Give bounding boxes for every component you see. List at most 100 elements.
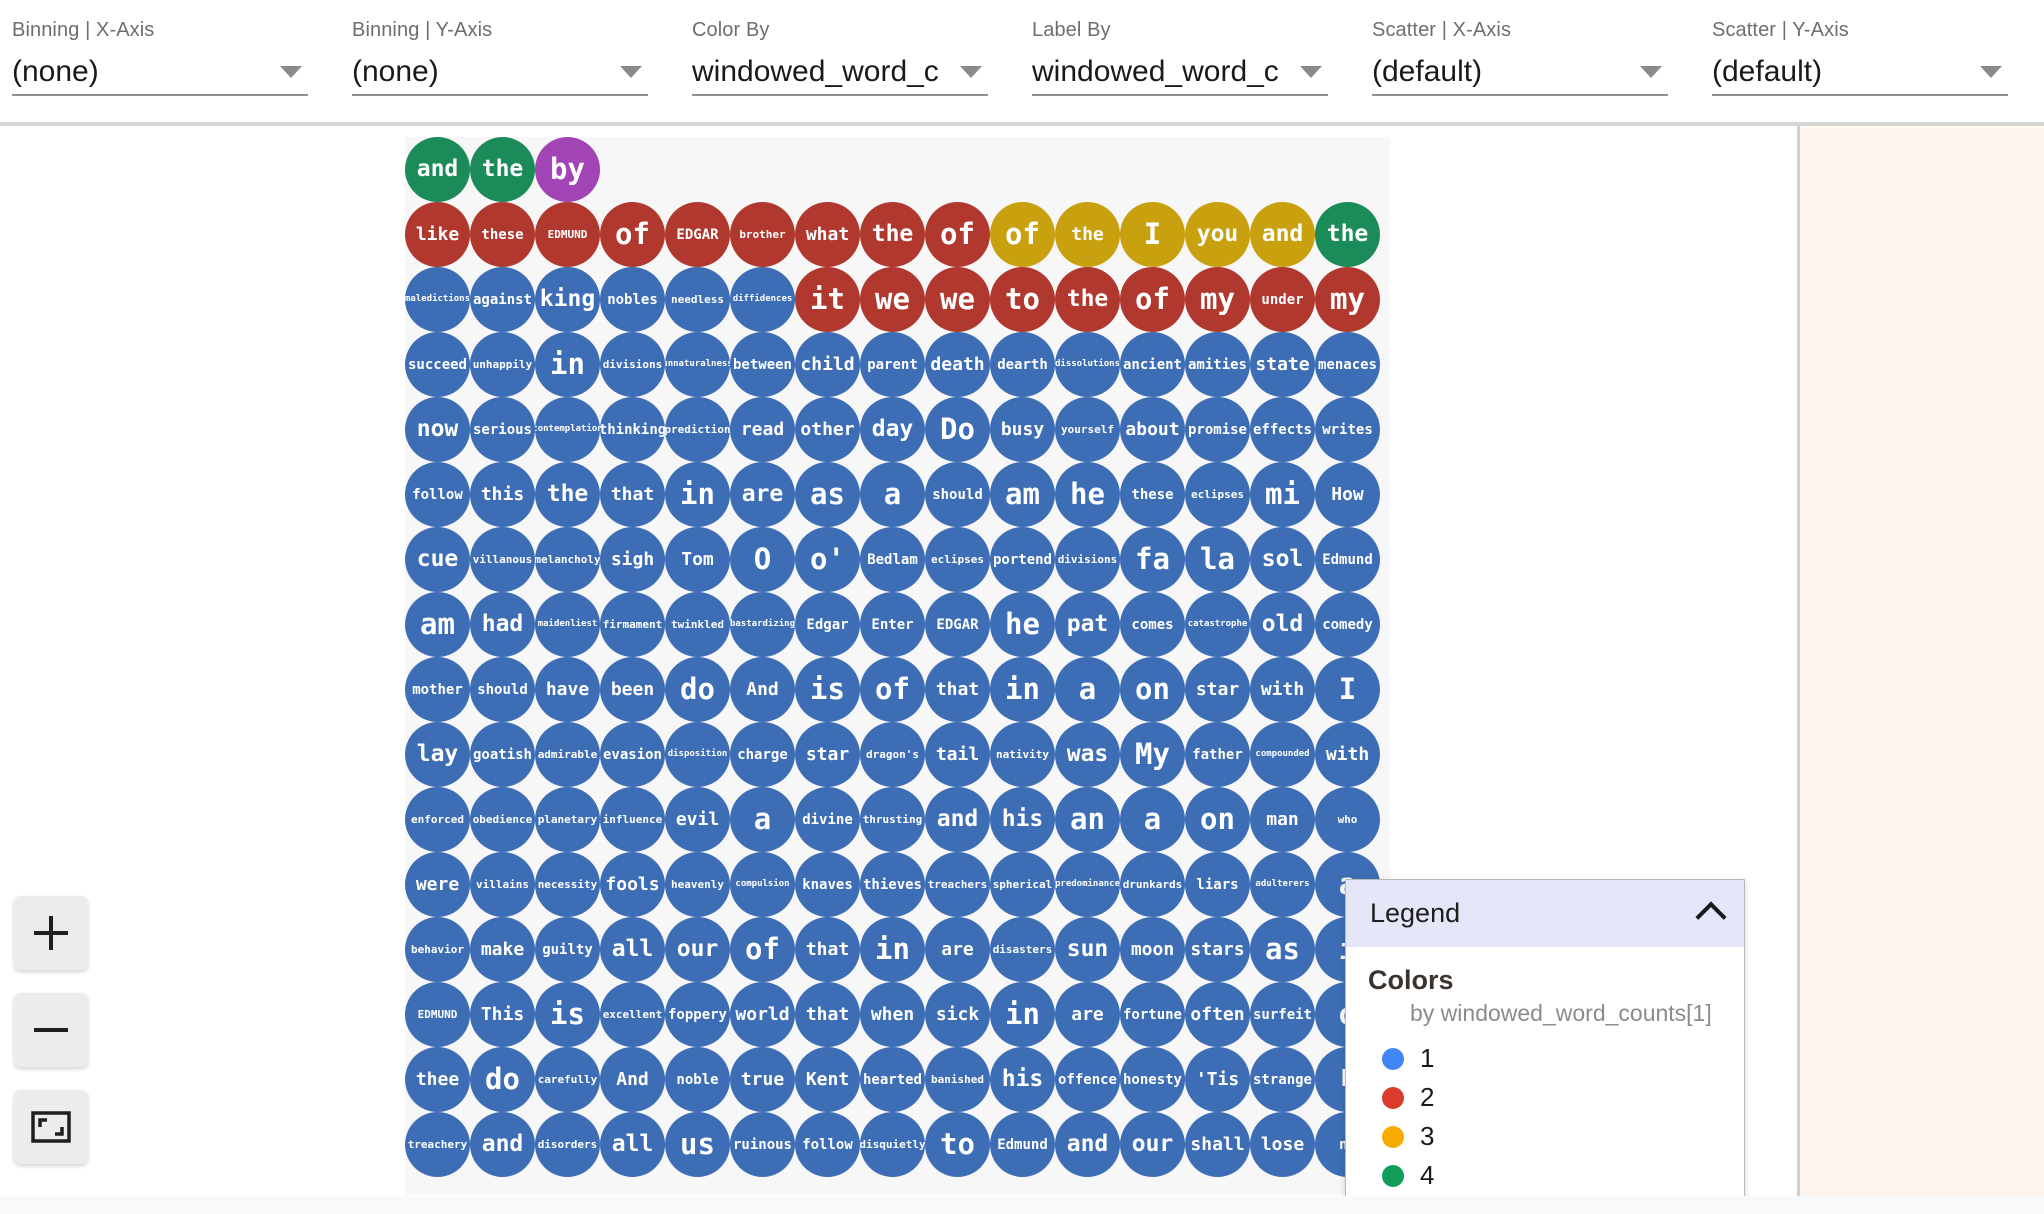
bubble-point[interactable]: I (1315, 657, 1380, 722)
bubble-point[interactable]: us (665, 1112, 730, 1177)
bubble-point[interactable]: in (860, 917, 925, 982)
bubble-point[interactable]: the (535, 462, 600, 527)
dropdown-control[interactable]: (none) (12, 50, 308, 96)
bubble-point[interactable]: should (470, 657, 535, 722)
bubble-point[interactable]: make (470, 917, 535, 982)
bubble-point[interactable]: la (1185, 527, 1250, 592)
bubble-point[interactable]: heavenly (665, 852, 730, 917)
bubble-point[interactable]: in (535, 332, 600, 397)
bubble-point[interactable]: of (1120, 267, 1185, 332)
bubble-point[interactable]: noble (665, 1047, 730, 1112)
bubble-point[interactable]: Kent (795, 1047, 860, 1112)
bubble-point[interactable]: on (1185, 787, 1250, 852)
bubble-point[interactable]: this (470, 462, 535, 527)
bubble-point[interactable]: I (1120, 202, 1185, 267)
bubble-point[interactable]: sick (925, 982, 990, 1047)
bubble-point[interactable]: these (1120, 462, 1185, 527)
bubble-point[interactable]: that (795, 982, 860, 1047)
bubble-point[interactable]: twinkled (665, 592, 730, 657)
legend-item[interactable]: 4 (1346, 1156, 1744, 1195)
bubble-point[interactable]: yourself (1055, 397, 1120, 462)
dropdown-control[interactable]: (default) (1712, 50, 2008, 96)
bubble-point[interactable]: fortune (1120, 982, 1185, 1047)
bubble-point[interactable]: lose (1250, 1112, 1315, 1177)
bubble-point[interactable]: had (470, 592, 535, 657)
bubble-point[interactable]: and (470, 1112, 535, 1177)
bubble-point[interactable]: disposition (665, 722, 730, 787)
bubble-point[interactable]: we (925, 267, 990, 332)
bubble-point[interactable]: pat (1055, 592, 1120, 657)
bubble-point[interactable]: obedience (470, 787, 535, 852)
bubble-point[interactable]: about (1120, 397, 1185, 462)
bubble-point[interactable]: as (795, 462, 860, 527)
bubble-point[interactable]: day (860, 397, 925, 462)
bubble-point[interactable]: adulterers (1250, 852, 1315, 917)
bubble-point[interactable]: contemplation (535, 397, 600, 462)
bubble-point[interactable]: was (1055, 722, 1120, 787)
bubble-point[interactable]: melancholy (535, 527, 600, 592)
legend-header[interactable]: Legend (1346, 880, 1744, 947)
dropdown-control[interactable]: windowed_word_c (1032, 50, 1328, 96)
bubble-point[interactable]: honesty (1120, 1047, 1185, 1112)
bubble-point[interactable]: knaves (795, 852, 860, 917)
chevron-down-icon[interactable] (960, 66, 982, 78)
bubble-point[interactable]: mother (405, 657, 470, 722)
bubble-point[interactable]: treachery (405, 1112, 470, 1177)
bubble-point[interactable]: stars (1185, 917, 1250, 982)
bubble-point[interactable]: prediction (665, 397, 730, 462)
bubble-point[interactable]: EDMUND (535, 202, 600, 267)
bubble-point[interactable]: by (535, 137, 600, 202)
chevron-down-icon[interactable] (1980, 66, 2002, 78)
bubble-point[interactable]: a (1055, 657, 1120, 722)
bubble-point[interactable]: of (925, 202, 990, 267)
bubble-point[interactable]: unnaturalness (665, 332, 730, 397)
bubble-point[interactable]: charge (730, 722, 795, 787)
bubble-point[interactable]: influence (600, 787, 665, 852)
bubble-point[interactable]: child (795, 332, 860, 397)
bubble-point[interactable]: on (1120, 657, 1185, 722)
bubble-point[interactable]: amities (1185, 332, 1250, 397)
bubble-point[interactable]: with (1250, 657, 1315, 722)
bubble-point[interactable]: it (795, 267, 860, 332)
bubble-point[interactable]: How (1315, 462, 1380, 527)
bubble-point[interactable]: dissolutions (1055, 332, 1120, 397)
bubble-point[interactable]: been (600, 657, 665, 722)
zoom-in-button[interactable] (14, 896, 88, 970)
bubble-point[interactable]: world (730, 982, 795, 1047)
bubble-point[interactable]: evasion (600, 722, 665, 787)
bubble-point[interactable]: when (860, 982, 925, 1047)
bubble-point[interactable]: that (600, 462, 665, 527)
bubble-point[interactable]: of (860, 657, 925, 722)
bubble-point[interactable]: we (860, 267, 925, 332)
bubble-point[interactable]: king (535, 267, 600, 332)
bubble-point[interactable]: busy (990, 397, 1055, 462)
bubble-point[interactable]: other (795, 397, 860, 462)
bubble-point[interactable]: ancient (1120, 332, 1185, 397)
bubble-point[interactable]: ruinous (730, 1112, 795, 1177)
bubble-point[interactable]: strange (1250, 1047, 1315, 1112)
bubble-point[interactable]: compounded (1250, 722, 1315, 787)
bubble-point[interactable]: man (1250, 787, 1315, 852)
bubble-point[interactable]: his (990, 787, 1055, 852)
bubble-point[interactable]: that (925, 657, 990, 722)
bubble-point[interactable]: banished (925, 1047, 990, 1112)
bubble-point[interactable]: catastrophe (1185, 592, 1250, 657)
bubble-point[interactable]: Edmund (990, 1112, 1055, 1177)
bubble-point[interactable]: Do (925, 397, 990, 462)
bubble-point[interactable]: who (1315, 787, 1380, 852)
chevron-down-icon[interactable] (620, 66, 642, 78)
bubble-point[interactable]: thinking (600, 397, 665, 462)
bubble-point[interactable]: thieves (860, 852, 925, 917)
bubble-point[interactable]: My (1120, 722, 1185, 787)
bubble-point[interactable]: state (1250, 332, 1315, 397)
bubble-point[interactable]: unhappily (470, 332, 535, 397)
bubble-point[interactable]: treachers (925, 852, 990, 917)
bubble-point[interactable]: my (1315, 267, 1380, 332)
bubble-point[interactable]: to (925, 1112, 990, 1177)
bubble-point[interactable]: follow (795, 1112, 860, 1177)
bubble-point[interactable]: Enter (860, 592, 925, 657)
bubble-point[interactable]: fa (1120, 527, 1185, 592)
bubble-point[interactable]: sun (1055, 917, 1120, 982)
bubble-point[interactable]: like (405, 202, 470, 267)
